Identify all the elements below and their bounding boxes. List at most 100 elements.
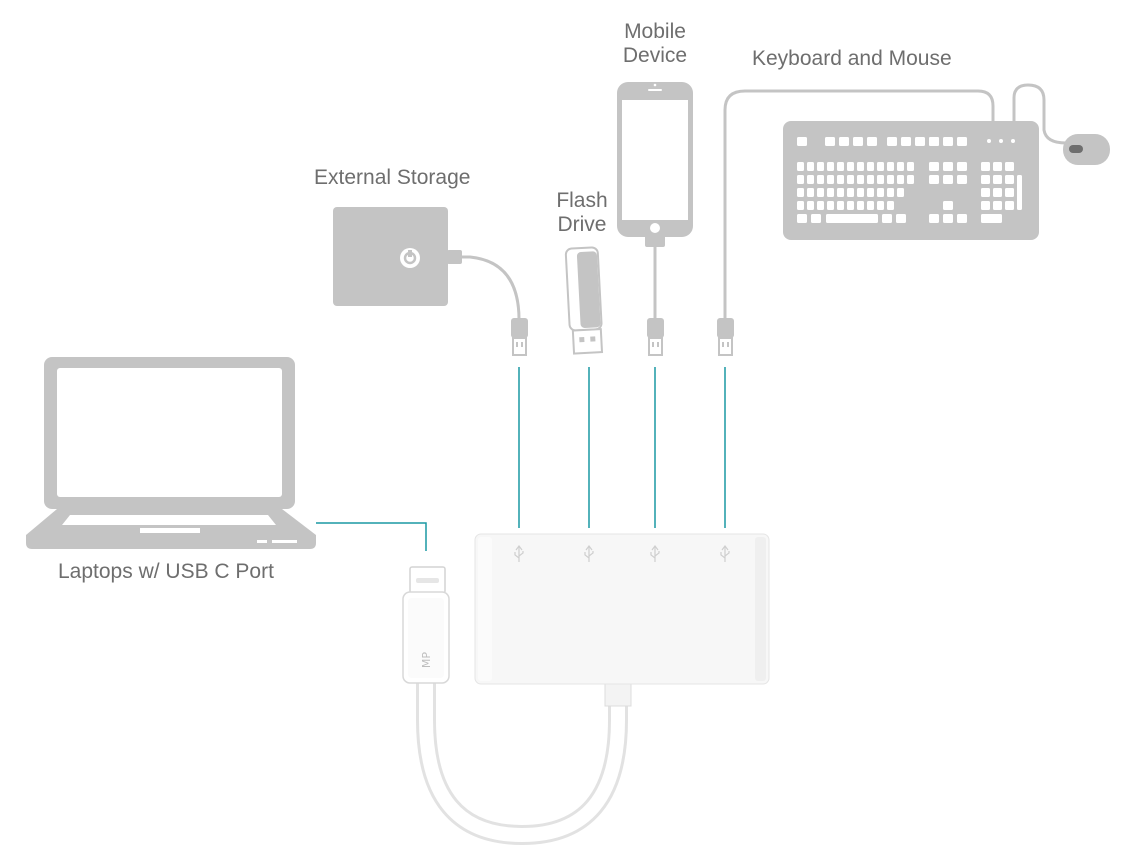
connector-line-laptop [316,522,427,551]
keyboard-key [797,214,807,223]
keyboard-key [887,162,894,171]
power-icon [400,248,420,268]
keyboard-key [807,201,814,210]
keyboard-key [811,214,821,223]
keyboard-key [943,175,953,184]
keyboard-mouse-label: Keyboard and Mouse [752,47,952,70]
keyboard-key [817,175,824,184]
keyboard-key [853,137,863,146]
laptop-icon [26,357,316,549]
keyboard-key [981,175,990,184]
keyboard-key [807,188,814,197]
usb-hub [474,533,770,685]
keyboard-key [943,201,953,210]
keyboard-key [837,188,844,197]
keyboard-key [915,137,925,146]
mobile-device-icon [617,82,693,356]
keyboard-key [929,175,939,184]
usb-icon [514,545,524,562]
keyboard-key [943,137,953,146]
keyboard-key [797,188,804,197]
keyboard-key [957,137,967,146]
brand-logo: MP [420,652,433,668]
keyboard-key [957,214,967,223]
keyboard-key [1005,201,1014,210]
keyboard-key [981,214,1002,223]
keyboard-indicator-light [999,139,1003,143]
keyboard-key [943,214,953,223]
keyboard-key [827,162,834,171]
keyboard-key [857,201,864,210]
laptop-label: Laptops w/ USB C Port [58,560,274,583]
keyboard-key [847,188,854,197]
keyboard-key [807,162,814,171]
connector-lines [316,367,726,551]
keyboard-key [797,175,804,184]
keyboard-key [867,175,874,184]
keyboard-key [1017,175,1022,210]
flash-drive-icon [564,246,604,355]
keyboard-key [867,137,877,146]
keyboard-key [993,188,1002,197]
keyboard-key [847,175,854,184]
mobile-device-label-line-2: Device [622,44,688,67]
keyboard-key [807,175,814,184]
usb-c-plug: MP [402,566,450,684]
keyboard-key [887,175,894,184]
keyboard-key [857,162,864,171]
keyboard-key [993,162,1002,171]
keyboard-key [1005,175,1014,184]
keyboard-key [827,175,834,184]
keyboard-key [827,201,834,210]
usb-icon [720,545,730,562]
keyboard-key [817,188,824,197]
keyboard-key [877,162,884,171]
usb-icon [584,545,594,562]
mobile-device-label-line-1: Mobile [624,20,686,43]
keyboard-indicator-light [987,139,991,143]
keyboard-key [897,162,904,171]
keyboard-key [825,137,835,146]
keyboard-key [897,175,904,184]
keyboard-key [837,162,844,171]
keyboard-key [981,201,990,210]
keyboard-key [887,188,894,197]
keyboard-key [957,162,967,171]
external-storage-icon [333,207,528,356]
keyboard-key [867,188,874,197]
keyboard-key [957,175,967,184]
keyboard-key [993,201,1002,210]
keyboard-key [882,214,892,223]
keyboard-mouse-icon [717,83,1110,356]
usb-c-cable [416,679,632,846]
keyboard-key [797,201,804,210]
keyboard-key [907,175,914,184]
keyboard-key [797,137,807,146]
keyboard-key [877,188,884,197]
keyboard-key [817,162,824,171]
flash-drive-label: Flash Drive [548,189,616,237]
keyboard-key [896,214,906,223]
keyboard-key [857,175,864,184]
keyboard-key [877,175,884,184]
keyboard-key [837,175,844,184]
keyboard-key [839,137,849,146]
keyboard-key [897,188,904,197]
keyboard-key [847,162,854,171]
usb-icon [650,545,660,562]
keyboard-key [887,201,894,210]
keyboard-key [943,162,953,171]
mobile-device-label: Mobile Device [615,20,695,68]
keyboard-key [929,137,939,146]
keyboard-key [837,201,844,210]
keyboard-key [901,137,911,146]
keyboard-key [827,188,834,197]
flash-drive-label-line-1: Flash [556,189,608,212]
keyboard-key [817,201,824,210]
keyboard-key [867,162,874,171]
keyboard-key [826,214,878,223]
keyboard-key [797,162,804,171]
keyboard-key [1005,162,1014,171]
keyboard-key [877,201,884,210]
